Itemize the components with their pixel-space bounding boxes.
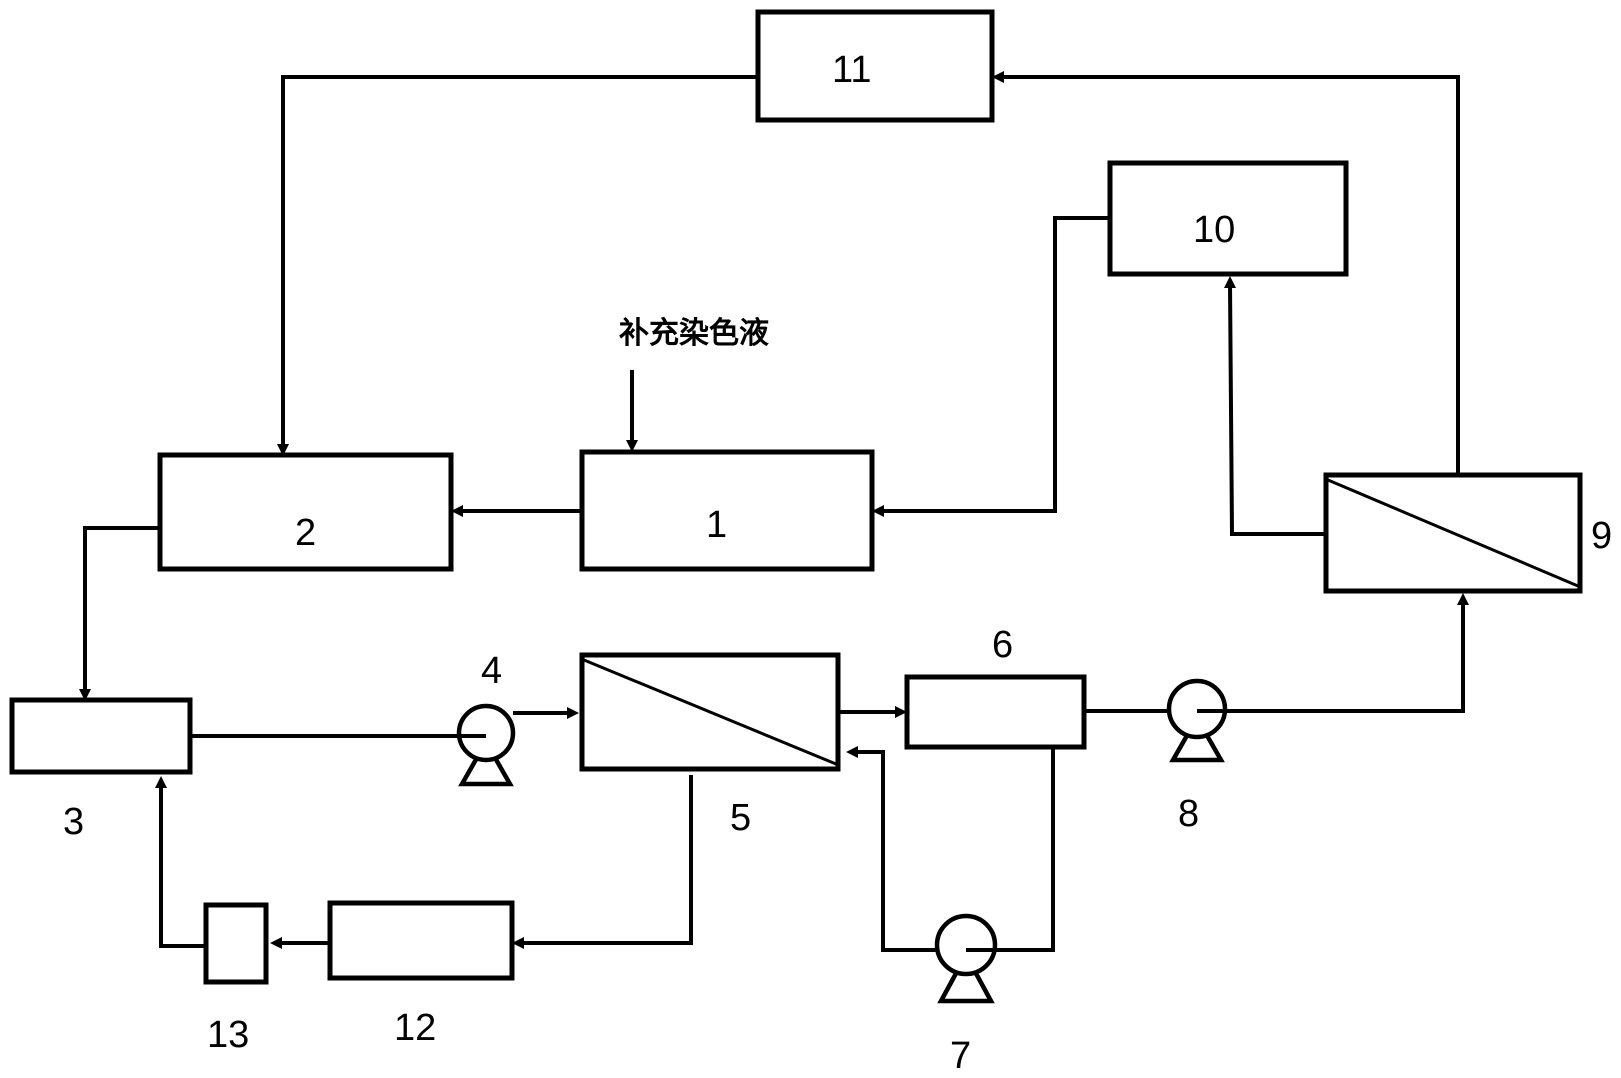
units <box>9 9 1583 985</box>
arrow-head-into-3 <box>79 689 91 701</box>
arrow-head-into-11 <box>992 71 1004 83</box>
pump-7-body-icon <box>934 913 998 977</box>
pump-8-label: 8 <box>1178 793 1199 835</box>
pump-7-label: 7 <box>950 1035 971 1077</box>
unit-2-label: 2 <box>295 512 316 554</box>
unit-6-label: 6 <box>992 624 1013 666</box>
unit-13-label: 13 <box>207 1014 249 1056</box>
pump-4 <box>456 703 516 787</box>
pipe-9-to-11 <box>1000 75 1460 475</box>
supplement-dye-label: 补充染色液 <box>619 316 769 351</box>
pipe-5-to-12 <box>520 775 693 945</box>
pump-4-body-icon <box>456 703 516 763</box>
unit-9-membrane <box>1327 478 1579 588</box>
arrow-head-into-5 <box>567 707 579 719</box>
unit-9-label: 9 <box>1591 515 1612 557</box>
arrow-head-supplement-into-1 <box>626 440 638 452</box>
pipes <box>83 75 1465 952</box>
pump-7-base-icon <box>937 950 995 1004</box>
unit-1-label: 1 <box>706 504 727 546</box>
arrow-head-into-1 <box>872 505 884 517</box>
arrow-head-into-13 <box>270 937 282 949</box>
arrow-head-into-5-from-7 <box>846 746 858 758</box>
arrow-head-into-12 <box>512 937 524 949</box>
pipe-8-to-9 <box>1226 601 1465 713</box>
pipe-11-to-2 <box>281 75 758 448</box>
unit-6-box <box>904 674 1087 750</box>
unit-2-box <box>157 452 454 572</box>
pump-4-base-icon <box>458 737 514 787</box>
unit-12-box <box>327 900 515 981</box>
unit-13-box <box>203 902 269 985</box>
labels: 补充染色液 11 10 2 1 9 3 4 5 6 8 7 13 12 <box>63 49 1612 1077</box>
unit-10-box <box>1107 160 1349 277</box>
pipe-6-to-7-to-5 <box>856 747 1055 952</box>
pump-4-label: 4 <box>481 650 502 692</box>
arrow-head-into-10 <box>1224 276 1236 288</box>
arrow-heads <box>79 71 1469 949</box>
pipe-10-to-1 <box>880 216 1110 513</box>
unit-12-label: 12 <box>394 1007 436 1049</box>
pipe-13-to-3 <box>159 784 206 948</box>
unit-1-box <box>579 449 875 572</box>
pump-8 <box>1166 678 1228 763</box>
pipe-2-to-3 <box>83 526 160 693</box>
pipe-9-to-10 <box>1228 283 1326 536</box>
arrow-head-into-6 <box>895 706 907 718</box>
arrow-head-into-2-from-1 <box>451 505 463 517</box>
unit-11-label: 11 <box>832 49 871 91</box>
arrow-head-into-2 <box>277 444 289 456</box>
unit-3-box <box>9 697 193 775</box>
unit-3-label: 3 <box>63 801 84 843</box>
pump-7 <box>934 913 998 1004</box>
unit-10-label: 10 <box>1193 209 1235 251</box>
arrow-head-into-9 <box>1457 593 1469 605</box>
arrow-head-into-3-from-13 <box>155 776 167 788</box>
unit-11-box <box>755 9 995 123</box>
unit-5-label: 5 <box>730 797 751 839</box>
unit-5-membrane <box>583 658 837 766</box>
